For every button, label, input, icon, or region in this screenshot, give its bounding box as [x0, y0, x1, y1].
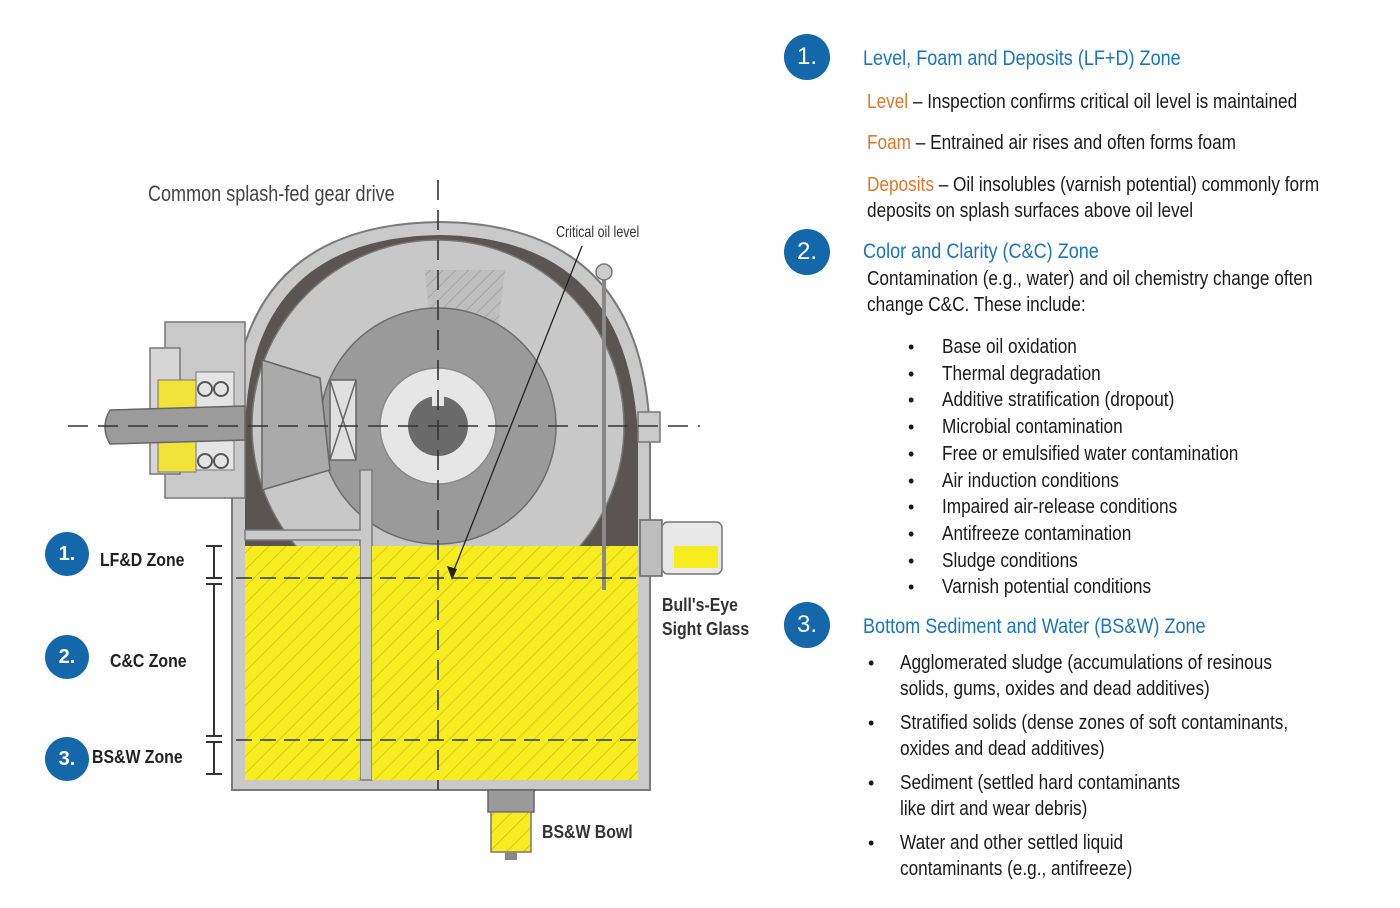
section-2-intro: Contamination (e.g., water) and oil chem…: [867, 268, 1313, 316]
gear-drive-diagram: [68, 180, 723, 860]
list-item: •Free or emulsified water contamination: [908, 442, 1239, 465]
section-2-bullet-list: •Base oil oxidation •Thermal degradation…: [908, 334, 1287, 601]
zone-3-label: BS&W Zone: [92, 747, 183, 767]
section-1-title: Level, Foam and Deposits (LF+D) Zone: [863, 47, 1181, 70]
section-3-bullet-list: •Agglomerated sludge (accumulations of r…: [868, 650, 1351, 890]
section-2-title: Color and Clarity (C&C) Zone: [863, 240, 1099, 263]
foam-term: Foam: [867, 132, 911, 154]
list-item: •Antifreeze contamination: [908, 522, 1132, 545]
gear-wheel: [251, 239, 625, 613]
level-item: Level – Inspection confirms critical oil…: [867, 91, 1298, 113]
sight-glass-label: Bull's-Eye Sight Glass: [662, 595, 750, 639]
foam-item: Foam – Entrained air rises and often for…: [867, 132, 1237, 154]
bsw-bowl: [487, 789, 535, 860]
section-2-badge: 2.: [784, 229, 830, 275]
deposits-term: Deposits: [867, 174, 934, 196]
zone-1-label: LF&D Zone: [100, 550, 185, 570]
section-3-title: Bottom Sediment and Water (BS&W) Zone: [863, 615, 1206, 638]
dipstick: [595, 263, 613, 590]
list-item: •Stratified solids (dense zones of soft …: [868, 712, 1289, 760]
list-item: •Base oil oxidation: [908, 336, 1077, 358]
zone-2-badge: 2.: [45, 635, 89, 679]
section-3-badge: 3.: [784, 602, 830, 648]
section-1-badge: 1.: [784, 34, 830, 80]
list-item: •Sludge conditions: [908, 549, 1078, 572]
list-item: •Thermal degradation: [908, 362, 1101, 385]
list-item: •Agglomerated sludge (accumulations of r…: [868, 652, 1272, 700]
bulls-eye-sight-glass: [639, 519, 723, 577]
level-term: Level: [867, 91, 909, 113]
zone-1-badge: 1.: [45, 532, 89, 576]
critical-oil-level-label: Critical oil level: [556, 224, 640, 241]
list-item: •Additive stratification (dropout): [908, 389, 1175, 412]
list-item: •Air induction conditions: [908, 469, 1119, 492]
list-item: •Impaired air-release conditions: [908, 496, 1178, 519]
zone-2-label: C&C Zone: [110, 651, 187, 671]
bsw-bowl-label: BS&W Bowl: [542, 822, 633, 842]
zone-3-badge: 3.: [45, 737, 89, 781]
diagram-title: Common splash-fed gear drive: [148, 181, 395, 206]
deposits-item: Deposits – Oil insolubles (varnish poten…: [867, 174, 1320, 222]
list-item: •Microbial contamination: [908, 416, 1123, 439]
list-item: •Varnish potential conditions: [908, 576, 1152, 599]
